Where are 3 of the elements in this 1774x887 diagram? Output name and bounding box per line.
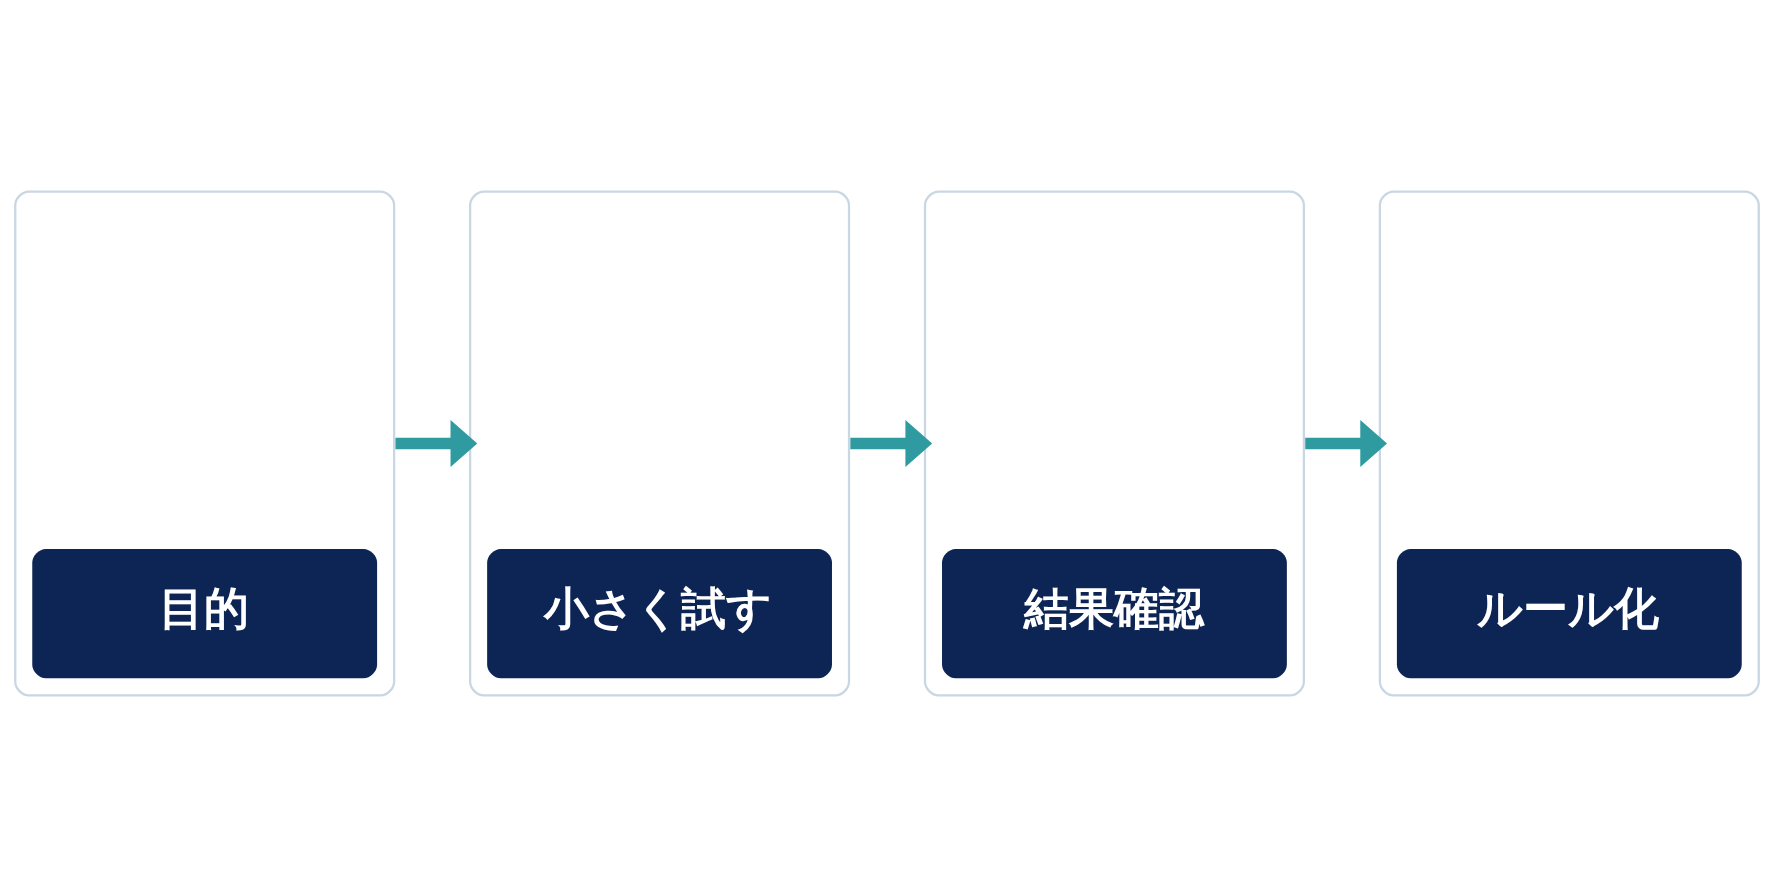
arrow [395, 420, 478, 467]
arrow [850, 420, 933, 467]
arrow [1305, 420, 1388, 467]
